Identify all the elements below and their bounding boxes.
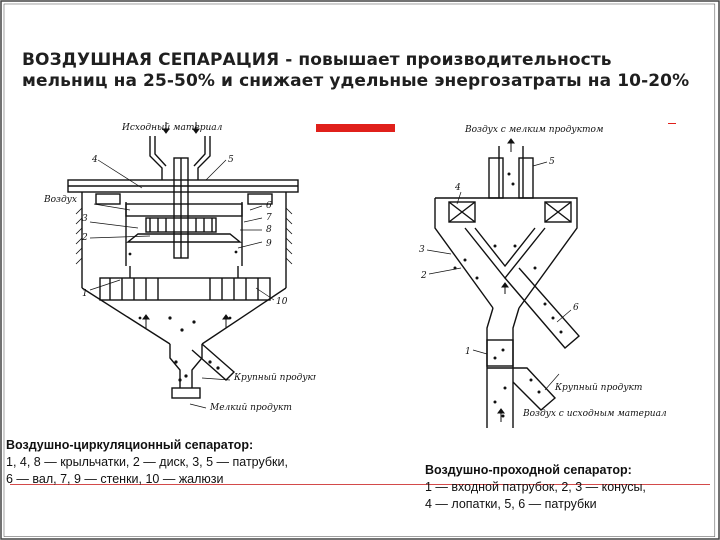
- label-input-material: Исходный материал: [121, 123, 223, 133]
- part-number: 2: [81, 233, 88, 243]
- part-number: 1: [465, 347, 471, 357]
- part-number: 7: [266, 213, 272, 223]
- circulation-separator-diagram: Исходный материал Воздух Крупный продукт…: [30, 118, 321, 420]
- caption-pass-through-separator: Воздушно-проходной сепаратор: 1 — входно…: [425, 462, 715, 513]
- caption-line: 1 — входной патрубок, 2, 3 — конусы,: [425, 480, 646, 494]
- caption-circulation-separator: Воздушно-циркуляционный сепаратор: 1, 4,…: [6, 437, 366, 488]
- pass-through-separator-diagram: Воздух с мелким продуктом Крупный продук…: [395, 118, 680, 436]
- part-number: 9: [266, 239, 272, 249]
- caption-title: Воздушно-проходной сепаратор:: [425, 463, 632, 477]
- part-number: 6: [573, 303, 579, 313]
- accent-dash: [668, 123, 676, 124]
- label-fine-product: Мелкий продукт: [209, 403, 292, 413]
- part-number: 10: [276, 297, 288, 307]
- part-number: 4: [91, 155, 98, 165]
- label-air-fine: Воздух с мелким продуктом: [464, 125, 603, 135]
- part-number: 6: [266, 201, 272, 211]
- caption-line: 4 — лопатки, 5, 6 — патрубки: [425, 497, 597, 511]
- caption-line: 1, 4, 8 — крыльчатки, 2 — диск, 3, 5 — п…: [6, 455, 288, 469]
- label-air-input: Воздух с исходным материалом: [522, 409, 667, 419]
- label-air: Воздух: [43, 195, 77, 205]
- part-number: 3: [82, 214, 88, 224]
- label-coarse-product: Крупный продукт: [233, 373, 316, 383]
- label-coarse-product: Крупный продукт: [554, 383, 642, 393]
- part-number: 2: [420, 271, 427, 281]
- part-number: 3: [419, 245, 425, 255]
- part-number: 5: [228, 155, 234, 165]
- part-number: 8: [266, 225, 272, 235]
- accent-bar: [313, 124, 395, 132]
- slide-title: ВОЗДУШНАЯ СЕПАРАЦИЯ - повышает производи…: [22, 50, 690, 91]
- part-number: 5: [549, 157, 555, 167]
- caption-line: 6 — вал, 7, 9 — стенки, 10 — жалюзи: [6, 472, 224, 486]
- part-number: 4: [454, 183, 461, 193]
- divider-line: [10, 484, 710, 485]
- part-number: 1: [82, 289, 88, 299]
- caption-title: Воздушно-циркуляционный сепаратор:: [6, 438, 254, 452]
